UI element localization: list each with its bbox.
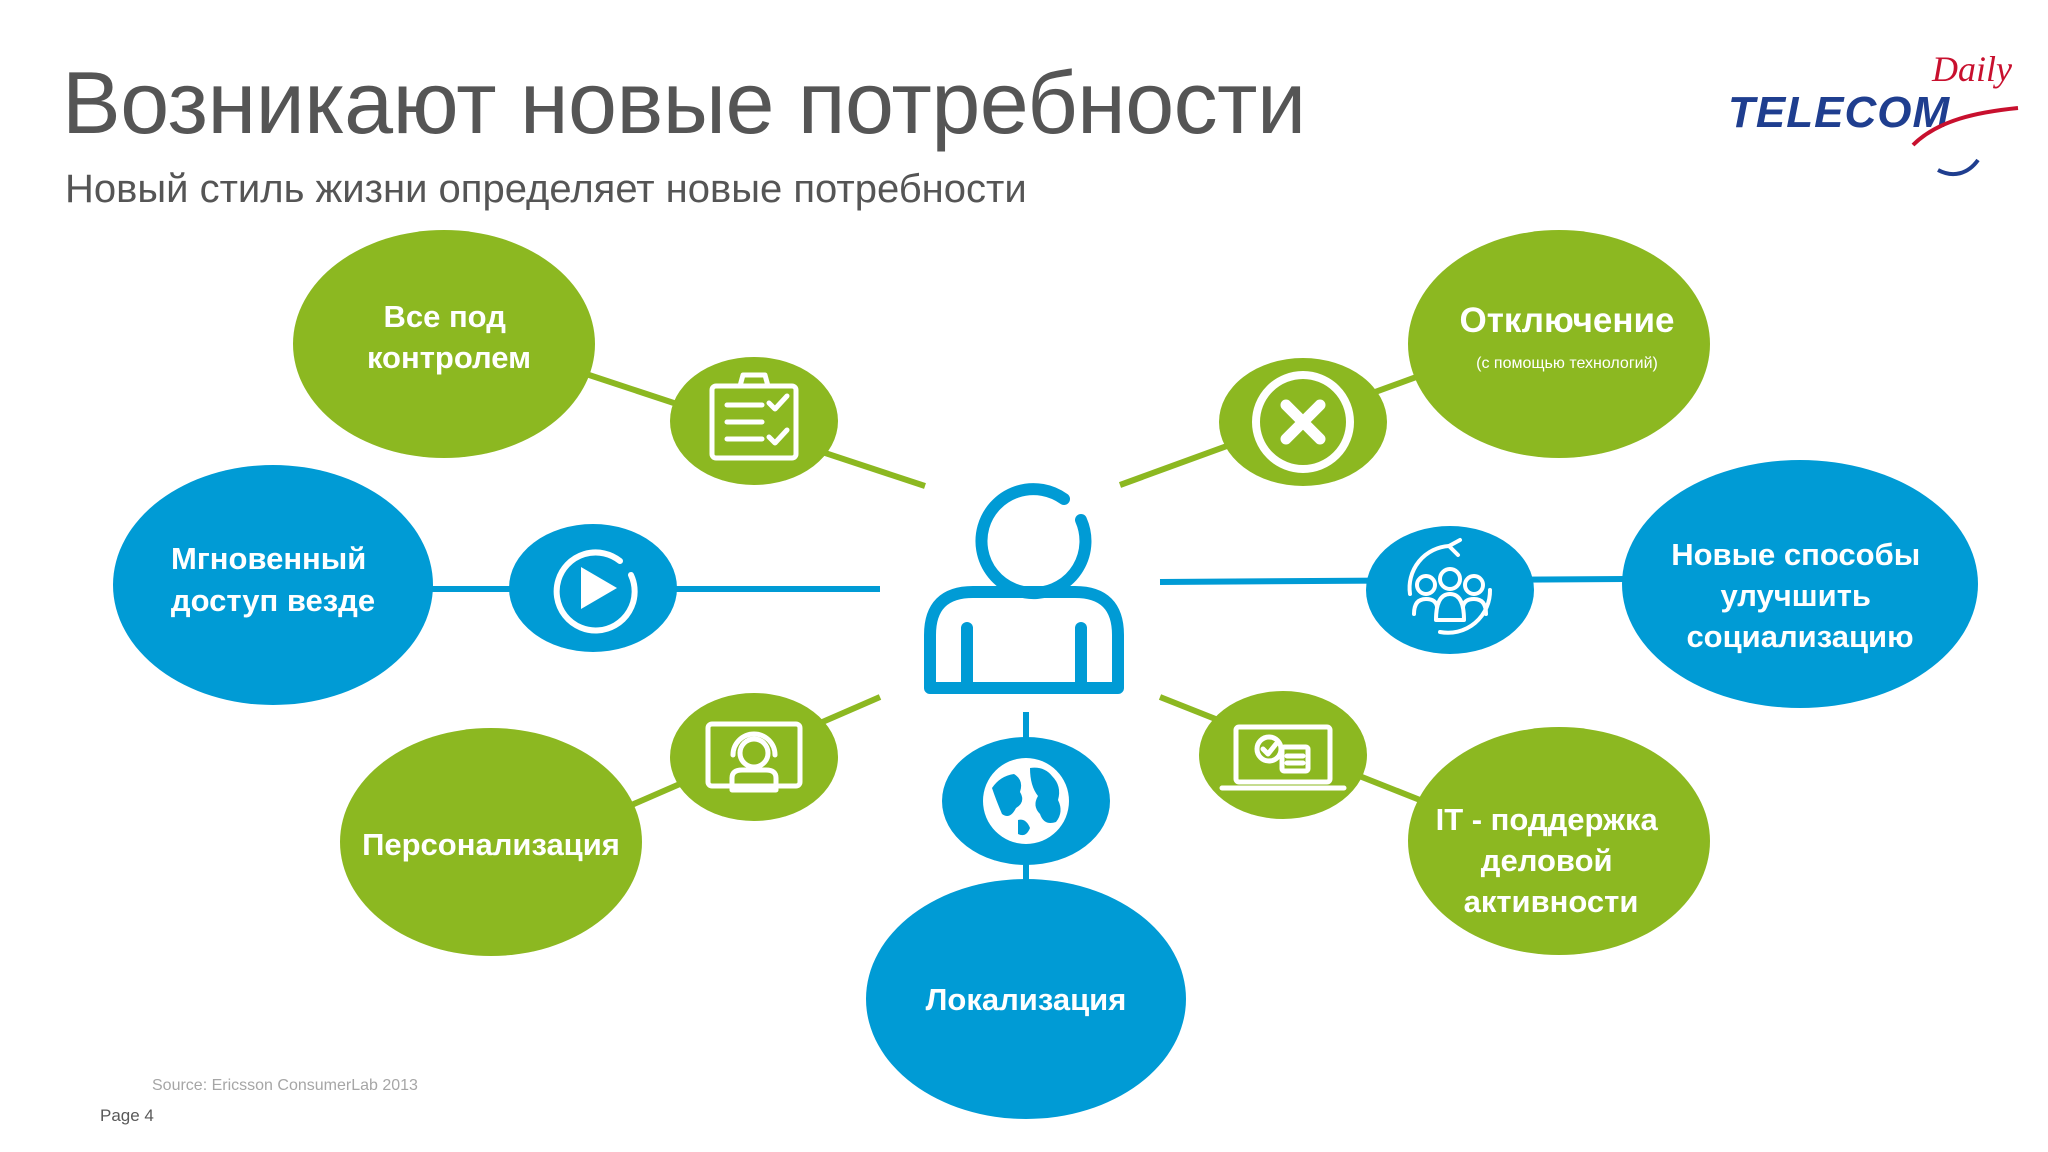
node-instant-access-line2: доступ везде <box>171 583 375 618</box>
laptop-check-icon <box>1199 691 1367 819</box>
play-icon <box>509 524 677 652</box>
node-disconnect-line1: Отключение <box>1459 301 1674 340</box>
telecom-daily-logo: Daily TELECOM <box>1718 38 2048 177</box>
node-localization-line1: Локализация <box>926 982 1127 1017</box>
svg-text:Локализация: Локализация <box>926 982 1127 1017</box>
person-icon <box>924 483 1124 694</box>
node-socialization: Новые способы улучшить социализацию <box>1622 460 1978 708</box>
globe-icon <box>942 737 1110 865</box>
node-disconnect-sub: (с помощью технологий) <box>1476 355 1658 372</box>
logo-swoosh-icon <box>1911 106 2019 177</box>
node-socialization-line3: социализацию <box>1686 619 1913 654</box>
node-it-support-line3: активности <box>1464 884 1639 919</box>
svg-text:Персонализация: Персонализация <box>362 827 620 862</box>
node-socialization-line2: улучшить <box>1720 578 1871 613</box>
svg-text:Отключение: Отключение <box>1459 301 1674 340</box>
node-instant-access-line1: Мгновенный <box>171 541 366 576</box>
logo-main-text: TELECOM <box>1728 88 1951 137</box>
close-icon <box>1219 358 1387 486</box>
source-note: Source: Ericsson ConsumerLab 2013 <box>152 1077 418 1094</box>
user-headset-icon <box>670 693 838 821</box>
page-title: Возникают новые потребности <box>62 53 1306 152</box>
node-it-support: IT - поддержка деловой активности <box>1408 727 1710 955</box>
node-control-line1: Все под <box>383 299 506 334</box>
node-control: Все под контролем <box>293 230 595 458</box>
node-disconnect: Отключение (с помощью технологий) <box>1408 230 1710 458</box>
svg-text:IT - поддержка деловой: IT - поддержка деловой активности <box>1436 802 1667 919</box>
clipboard-checklist-icon <box>670 357 838 485</box>
node-socialization-line1: Новые способы <box>1671 537 1920 572</box>
group-icon <box>1366 526 1534 654</box>
svg-text:Новые способы улучшить: Новые способы улучшить социализацию <box>1671 537 1929 654</box>
svg-text:Мгновенный доступ везде: Мгновенный доступ везде <box>171 541 375 618</box>
node-localization: Локализация <box>866 879 1186 1119</box>
svg-text:(с помощью технологий): (с помощью технологий) <box>1476 355 1658 372</box>
node-control-line2: контролем <box>367 340 531 375</box>
svg-text:Все под контролем: Все под контролем <box>367 299 531 375</box>
node-personalization: Персонализация <box>340 728 642 956</box>
logo-daily-text: Daily <box>1932 49 2012 89</box>
node-instant-access: Мгновенный доступ везде <box>113 465 433 705</box>
node-it-support-line2: деловой <box>1481 843 1613 878</box>
page-subtitle: Новый стиль жизни определяет новые потре… <box>65 167 1027 211</box>
node-it-support-line1: IT - поддержка <box>1436 802 1659 837</box>
node-personalization-line1: Персонализация <box>362 827 620 862</box>
page-number: Page 4 <box>100 1106 154 1125</box>
